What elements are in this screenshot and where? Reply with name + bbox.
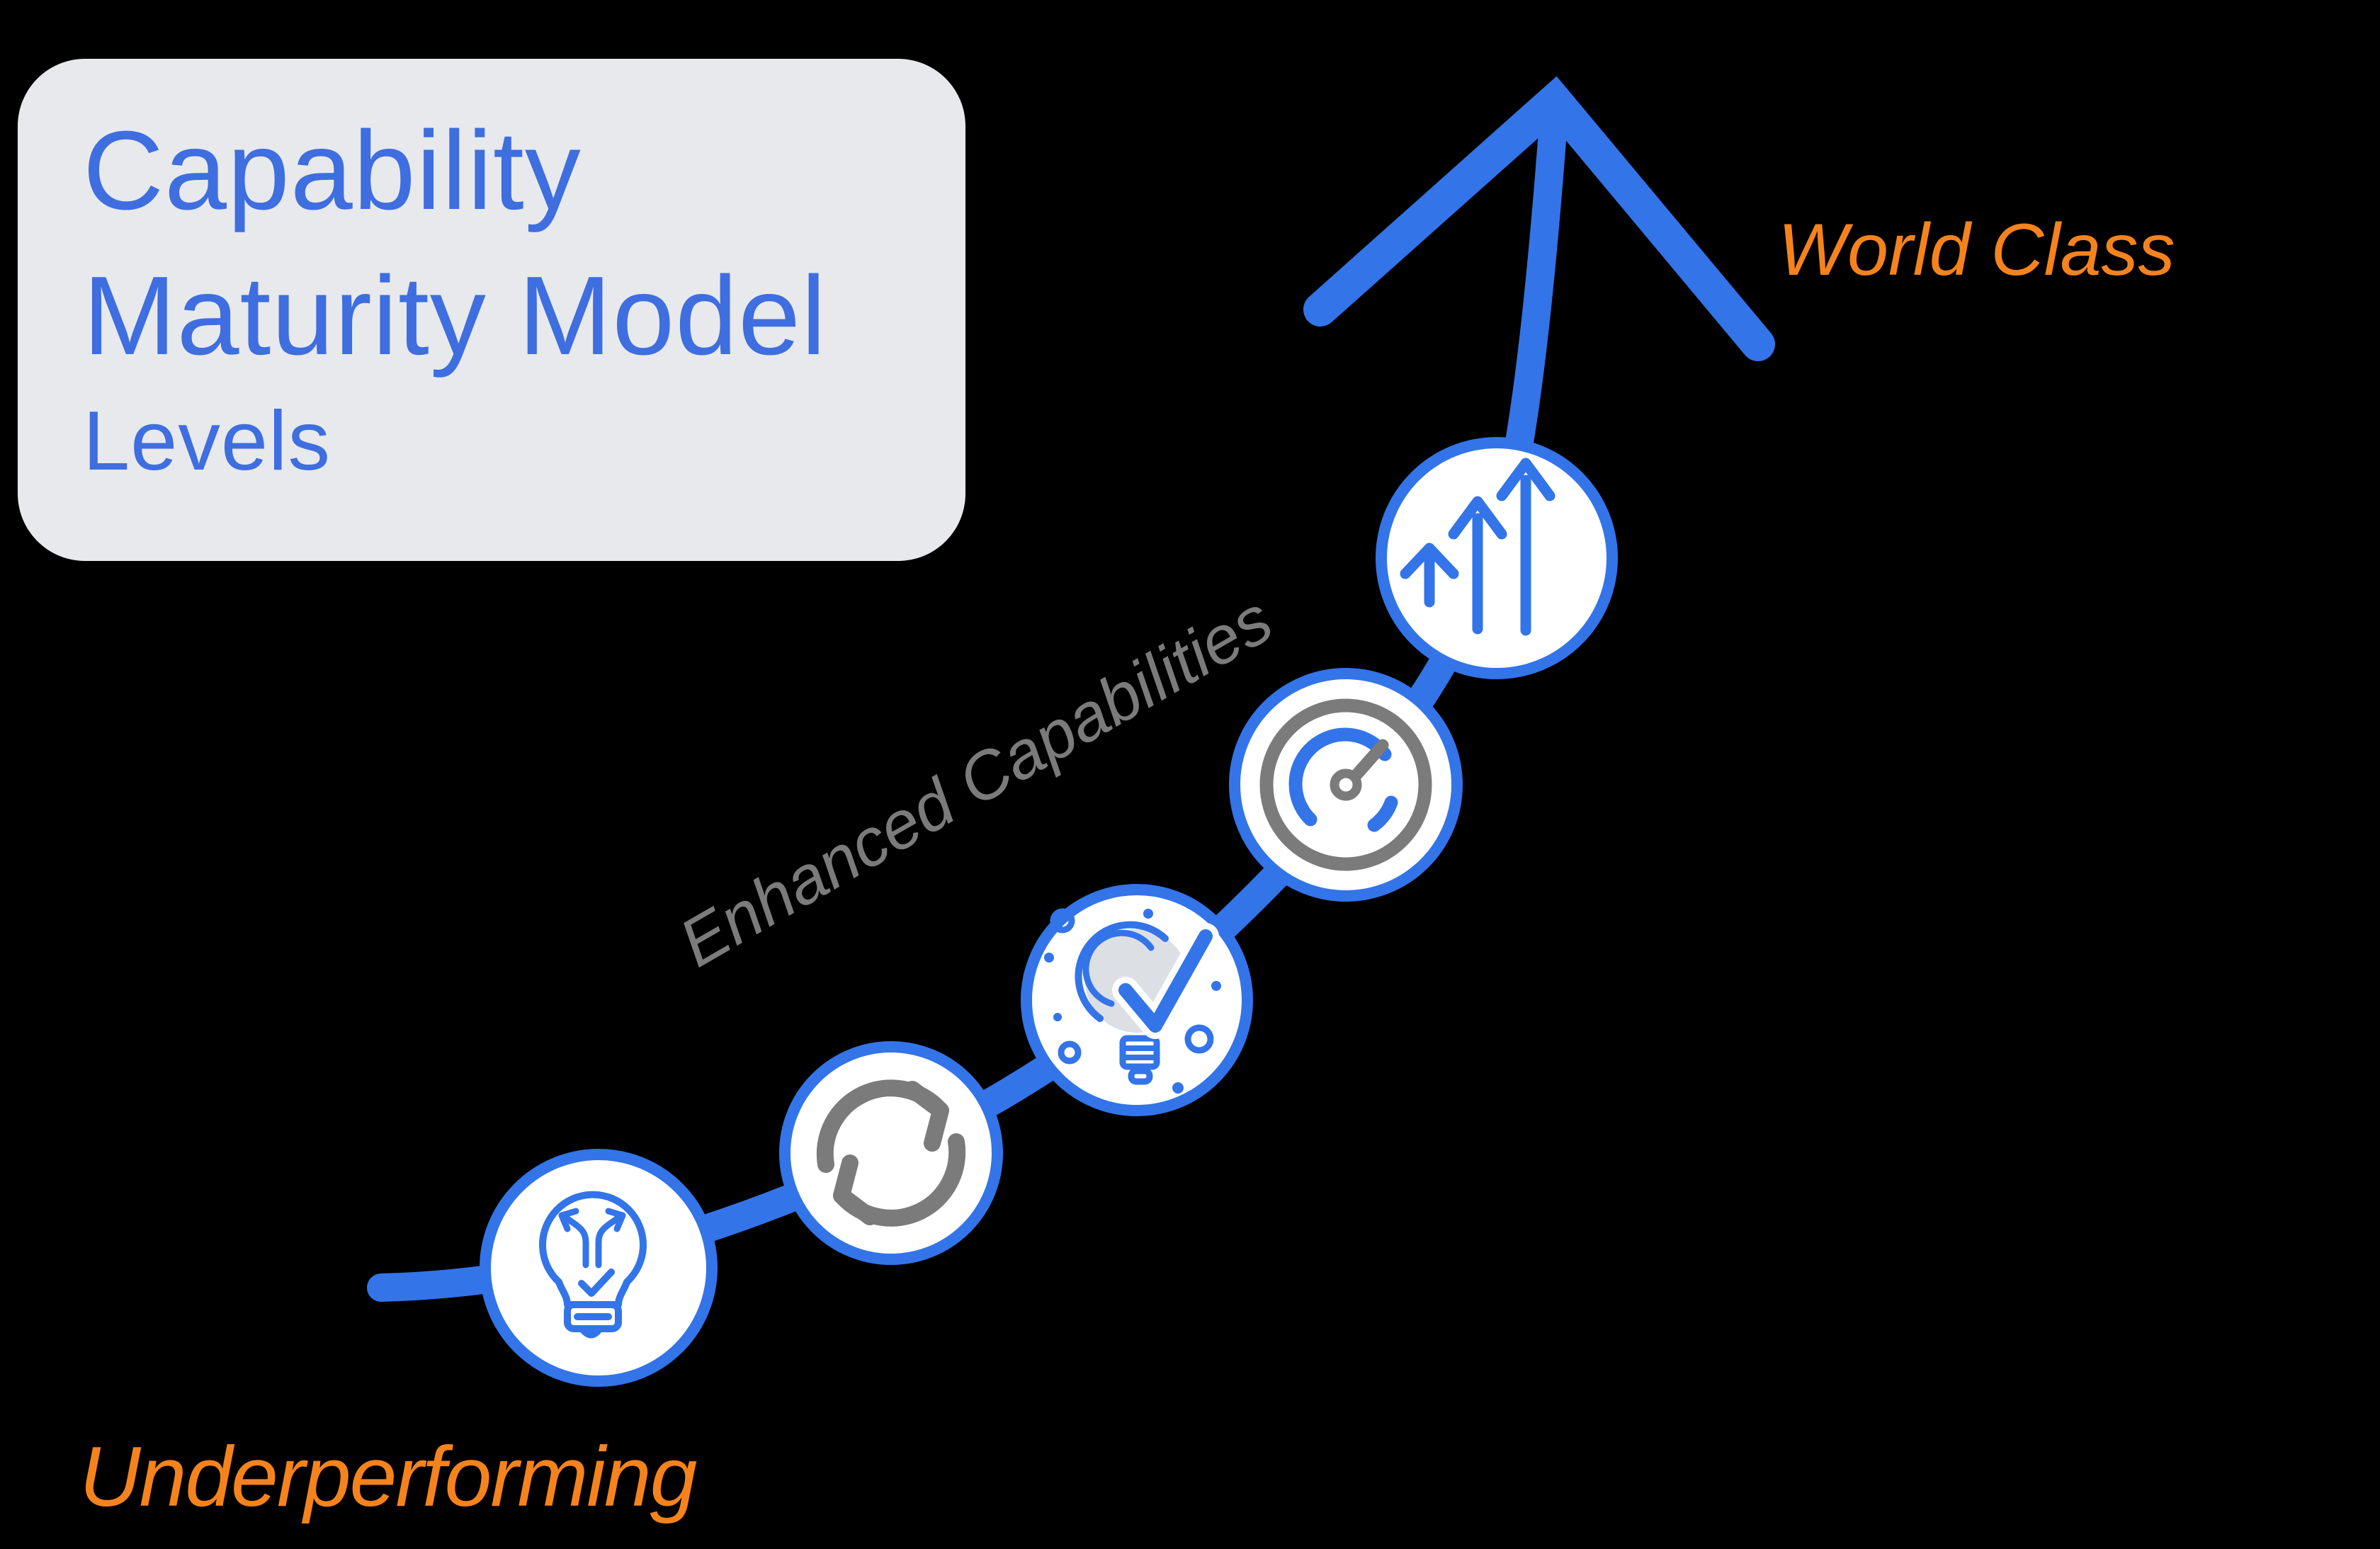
stage-circle-5: [1376, 437, 1618, 679]
page-title: Capability Maturity Model: [83, 98, 827, 389]
stage-node-4: [1229, 668, 1463, 902]
stage-node-2: [779, 1041, 1003, 1265]
refresh-cycle-icon: [816, 1079, 966, 1227]
stage-node-1: [480, 1149, 718, 1387]
validated-idea-icon: [1044, 908, 1221, 1094]
title-line-1: Capability: [83, 108, 582, 233]
title-card: Capability Maturity Model Levels: [18, 59, 965, 561]
title-line-2: Maturity Model: [83, 254, 827, 378]
trend-arrowhead-icon: [1303, 76, 1775, 361]
gauge-icon: [1259, 698, 1432, 871]
decision-bulb-icon: [539, 1191, 647, 1339]
stage-node-5: [1376, 437, 1618, 679]
stage-circle-2: [779, 1041, 1003, 1265]
stage-node-3: [1021, 884, 1253, 1116]
label-world-class: World Class: [1778, 209, 2175, 291]
title-subtitle: Levels: [83, 394, 331, 488]
label-underperforming: Underperforming: [79, 1429, 697, 1524]
growth-arrows-icon: [1400, 458, 1556, 636]
